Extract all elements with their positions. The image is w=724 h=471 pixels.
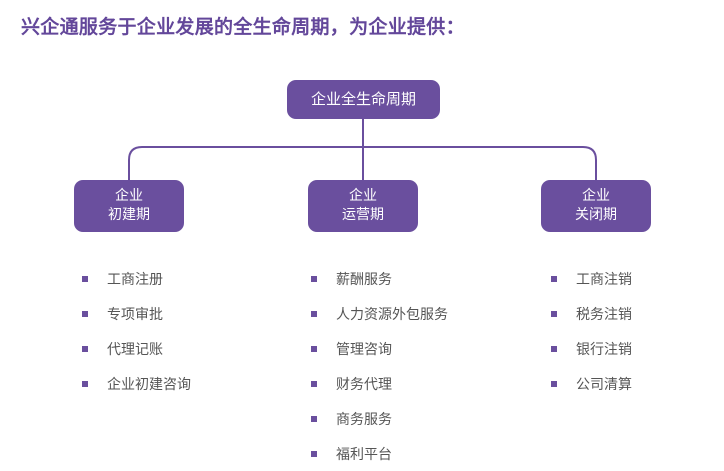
bullet-icon — [311, 380, 317, 387]
list-item-label: 专项审批 — [107, 306, 163, 323]
bullet-icon — [82, 275, 88, 282]
list-item: 公司清算 — [551, 366, 632, 401]
list-item: 税务注销 — [551, 296, 632, 331]
bullet-icon — [82, 345, 88, 352]
bullet-icon — [311, 310, 317, 317]
list-item-label: 福利平台 — [336, 446, 392, 463]
list-item-label: 工商注册 — [107, 271, 163, 288]
bullet-icon — [311, 345, 317, 352]
list-item-label: 代理记账 — [107, 341, 163, 358]
list-item-label: 公司清算 — [576, 376, 632, 393]
service-list-startup: 工商注册 专项审批 代理记账 企业初建咨询 — [82, 261, 191, 401]
list-item: 财务代理 — [311, 366, 448, 401]
stage-node-line2: 运营期 — [342, 207, 384, 223]
root-node: 企业全生命周期 — [287, 80, 440, 119]
list-item: 工商注册 — [82, 261, 191, 296]
bullet-icon — [82, 380, 88, 387]
list-item-label: 企业初建咨询 — [107, 376, 191, 393]
list-item-label: 商务服务 — [336, 411, 392, 428]
list-item-label: 薪酬服务 — [336, 271, 392, 288]
list-item-label: 银行注销 — [576, 341, 632, 358]
list-item-label: 工商注销 — [576, 271, 632, 288]
stage-node-startup: 企业 初建期 — [74, 180, 184, 232]
list-item-label: 税务注销 — [576, 306, 632, 323]
stage-node-line2: 关闭期 — [575, 207, 617, 223]
stage-node-line1: 企业 — [115, 188, 143, 204]
root-node-label: 企业全生命周期 — [310, 90, 416, 108]
bullet-icon — [551, 345, 557, 352]
list-item: 薪酬服务 — [311, 261, 448, 296]
bullet-icon — [551, 380, 557, 387]
bullet-icon — [551, 310, 557, 317]
bullet-icon — [551, 275, 557, 282]
bullet-icon — [311, 415, 317, 422]
list-item: 工商注销 — [551, 261, 632, 296]
page-heading: 兴企通服务于企业发展的全生命周期，为企业提供： — [21, 16, 465, 38]
list-item: 福利平台 — [311, 436, 448, 471]
list-item-label: 财务代理 — [336, 376, 392, 393]
list-item-label: 管理咨询 — [336, 341, 392, 358]
list-item: 企业初建咨询 — [82, 366, 191, 401]
list-item: 银行注销 — [551, 331, 632, 366]
bullet-icon — [82, 310, 88, 317]
bullet-icon — [311, 275, 317, 282]
stage-node-line2: 初建期 — [108, 207, 150, 223]
service-list-closing: 工商注销 税务注销 银行注销 公司清算 — [551, 261, 632, 401]
stage-node-line1: 企业 — [582, 188, 610, 204]
list-item: 商务服务 — [311, 401, 448, 436]
list-item: 代理记账 — [82, 331, 191, 366]
bullet-icon — [311, 450, 317, 457]
list-item: 人力资源外包服务 — [311, 296, 448, 331]
list-item: 专项审批 — [82, 296, 191, 331]
service-list-operating: 薪酬服务 人力资源外包服务 管理咨询 财务代理 商务服务 福利平台 — [311, 261, 448, 471]
stage-node-operating: 企业 运营期 — [308, 180, 418, 232]
stage-node-line1: 企业 — [349, 188, 377, 204]
list-item-label: 人力资源外包服务 — [336, 306, 448, 323]
list-item: 管理咨询 — [311, 331, 448, 366]
stage-node-closing: 企业 关闭期 — [541, 180, 651, 232]
